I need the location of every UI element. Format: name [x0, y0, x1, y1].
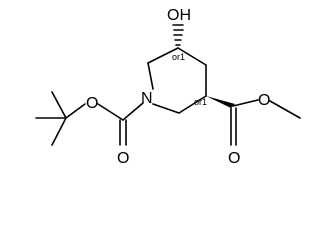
hashed-wedge-c5-oh	[172, 24, 184, 46]
bond-c3-c2	[178, 95, 207, 114]
bond-boc-carbon-ether-o	[97, 103, 124, 121]
c3-stereo-label: or1	[194, 97, 207, 107]
bond-c5-c4	[177, 47, 207, 66]
bond-boc-ether-o-tert-carbon	[65, 103, 86, 119]
ring-nitrogen-label: N	[141, 90, 153, 107]
ester-carbonyl-oxygen-label: O	[228, 150, 240, 167]
structure-drawing: OH N O O O O or1 or1	[35, 7, 301, 167]
bond-c2-n1	[152, 103, 180, 114]
bond-ester-o-methyl	[269, 100, 301, 119]
ester-ether-oxygen-label: O	[258, 92, 270, 109]
bond-n1-boc-carbon	[122, 102, 144, 121]
hydroxyl-label: OH	[167, 7, 191, 24]
boc-ether-oxygen-label: O	[86, 95, 98, 112]
bond-n1-c6	[147, 62, 154, 90]
boc-carbonyl-oxygen-label: O	[117, 150, 129, 167]
bond-tert-carbon-methyl-top	[51, 91, 67, 119]
bold-wedge-c3-ester	[206, 96, 235, 108]
bond-tert-carbon-methyl-bottom	[51, 117, 67, 146]
c5-stereo-label: or1	[172, 52, 185, 62]
bond-c6-c5	[147, 47, 179, 64]
bond-ester-c-ether-o	[232, 99, 259, 107]
